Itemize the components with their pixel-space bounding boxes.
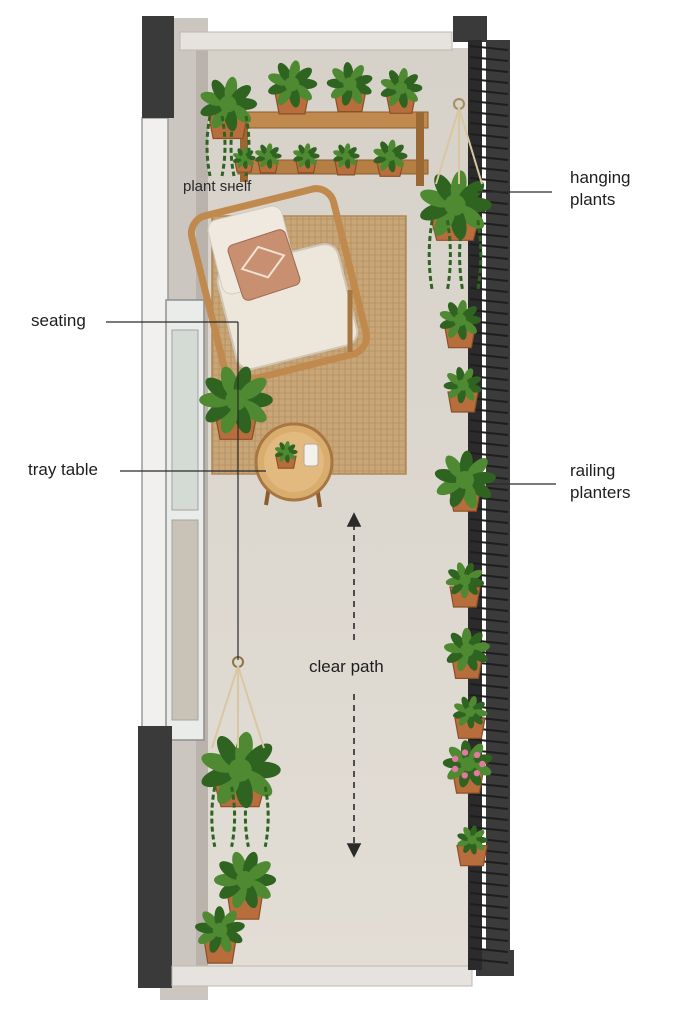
shelf-plant xyxy=(255,143,282,174)
shelf-plant xyxy=(373,139,408,177)
tray-plant xyxy=(274,441,298,469)
wall-cap-bottom-left xyxy=(138,726,172,988)
wall-cap-top-right xyxy=(453,16,487,42)
hanging-plant xyxy=(420,170,492,291)
railing-planter xyxy=(434,450,496,512)
clear-path-arrow xyxy=(346,512,362,858)
railing-planter xyxy=(443,367,482,413)
railing-planter xyxy=(445,562,485,608)
shelf-plant xyxy=(326,62,373,113)
trailing-shelf-plant xyxy=(200,76,258,177)
railing-planter xyxy=(443,627,490,679)
glass-pane-2 xyxy=(171,519,199,721)
shelf-plant xyxy=(232,147,256,173)
shelf-plant xyxy=(268,60,318,115)
railing-planter xyxy=(442,740,493,794)
label-tray-table: tray table xyxy=(28,460,98,479)
label-railing-planters: railing planters xyxy=(570,461,631,502)
railing-planter xyxy=(453,696,488,739)
railing-planter xyxy=(456,825,488,867)
label-hanging-plants: hanging plants xyxy=(570,168,631,209)
bottom-parapet xyxy=(171,965,473,987)
label-plant-shelf: plant sнelf xyxy=(183,178,252,195)
window-frame-upper xyxy=(141,117,169,729)
shelf-plant xyxy=(380,68,423,114)
callout-lines xyxy=(106,191,556,660)
label-clear-path: clear path xyxy=(309,657,384,676)
glass-pane-1 xyxy=(171,329,199,511)
shelf-plant xyxy=(333,143,360,176)
floor-plant xyxy=(195,906,245,964)
armchair xyxy=(187,185,371,385)
railing-planter xyxy=(439,300,482,349)
shelf-plant xyxy=(293,143,320,174)
label-seating: seating xyxy=(31,311,86,330)
hanging-planter-ropes xyxy=(211,98,483,749)
top-parapet xyxy=(179,31,453,51)
hanging-plant xyxy=(201,731,281,848)
wall-cap-top-left xyxy=(142,16,174,118)
